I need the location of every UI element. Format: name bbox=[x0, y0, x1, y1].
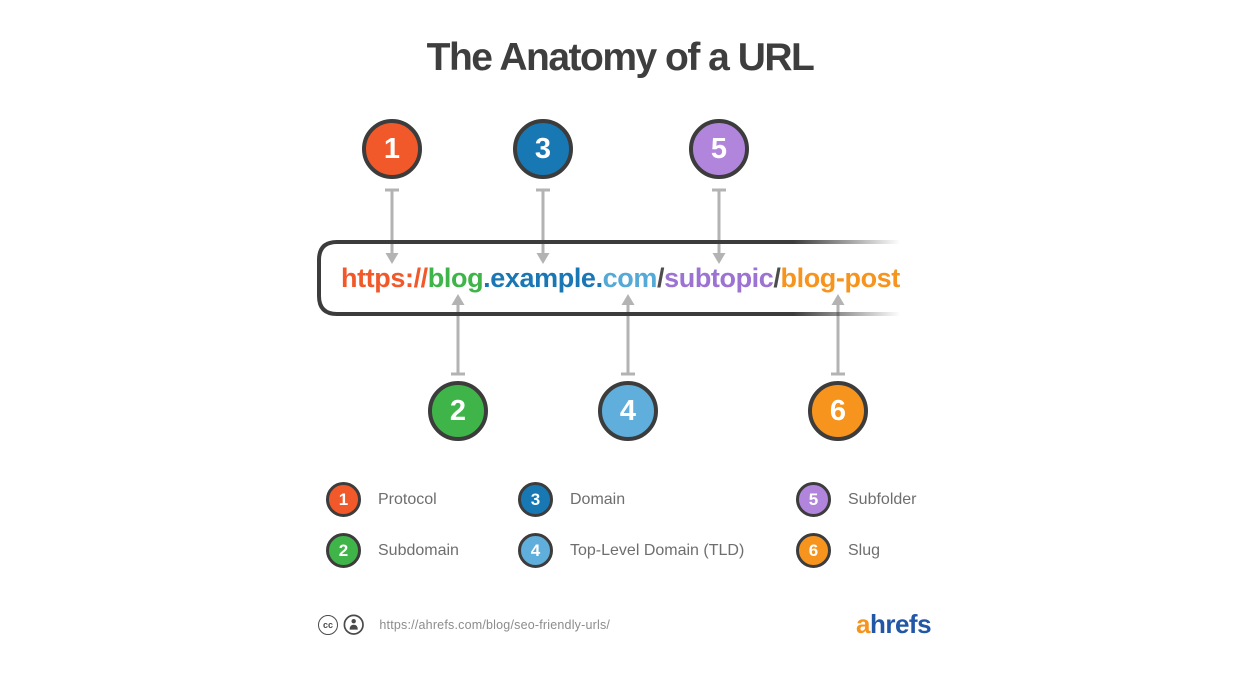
arrow-domain bbox=[536, 188, 550, 264]
legend-label: Domain bbox=[570, 490, 626, 508]
ahrefs-logo: ahrefs bbox=[856, 609, 932, 640]
arrow-subfolder bbox=[712, 188, 726, 264]
url-separator-dot: . bbox=[595, 263, 604, 293]
url-segment-slug: blog-post bbox=[780, 263, 901, 293]
marker-number: 6 bbox=[829, 394, 847, 427]
marker-circle-protocol: 1 bbox=[362, 119, 422, 179]
legend-label: Protocol bbox=[378, 490, 437, 508]
url-segment-protocol: https:// bbox=[341, 263, 428, 293]
legend-number: 6 bbox=[808, 540, 819, 560]
legend-number: 1 bbox=[338, 489, 349, 509]
url-separator-slash: / bbox=[657, 263, 665, 293]
legend-circle: 6 bbox=[796, 533, 831, 568]
url-segment-subdomain: blog bbox=[427, 263, 484, 293]
marker-circle-subdomain: 2 bbox=[428, 381, 488, 441]
marker-circle-slug: 6 bbox=[808, 381, 868, 441]
marker-number: 4 bbox=[619, 394, 637, 427]
legend-number: 3 bbox=[530, 489, 541, 509]
marker-number: 1 bbox=[383, 132, 401, 165]
attribution-icon bbox=[343, 614, 364, 635]
cc-license-icon: cc bbox=[318, 614, 338, 635]
legend-label: Subdomain bbox=[378, 541, 459, 559]
marker-circle-tld: 4 bbox=[598, 381, 658, 441]
url-separator-slash: / bbox=[773, 263, 781, 293]
legend-item-tld: 4 Top-Level Domain (TLD) bbox=[518, 533, 744, 568]
legend-number: 2 bbox=[338, 540, 349, 560]
legend-circle: 1 bbox=[326, 482, 361, 517]
legend-item-subfolder: 5 Subfolder bbox=[796, 482, 917, 517]
legend-number: 4 bbox=[530, 540, 541, 560]
legend-label: Top-Level Domain (TLD) bbox=[570, 541, 745, 559]
legend-label: Slug bbox=[848, 541, 881, 559]
url-segment-domain: example bbox=[490, 263, 596, 293]
page-title: The Anatomy of a URL bbox=[426, 36, 815, 79]
legend-circle: 3 bbox=[518, 482, 553, 517]
legend-circle: 2 bbox=[326, 533, 361, 568]
logo-rest: hrefs bbox=[869, 609, 932, 639]
marker-number: 2 bbox=[449, 394, 467, 427]
logo-prefix: a bbox=[856, 609, 870, 639]
url-separator-dot: . bbox=[483, 263, 491, 293]
url-bar-border bbox=[317, 240, 908, 316]
legend-circle: 4 bbox=[518, 533, 553, 568]
legend-circle: 5 bbox=[796, 482, 831, 517]
marker-circle-subfolder: 5 bbox=[689, 119, 749, 179]
url-bar-fill bbox=[319, 242, 908, 314]
legend-item-protocol: 1 Protocol bbox=[326, 482, 437, 517]
marker-circle-domain: 3 bbox=[513, 119, 573, 179]
arrow-protocol bbox=[385, 188, 399, 264]
source-url: https://ahrefs.com/blog/seo-friendly-url… bbox=[379, 617, 611, 632]
license-row: cc https://ahrefs.com/blog/seo-friendly-… bbox=[318, 614, 610, 635]
legend-item-subdomain: 2 Subdomain bbox=[326, 533, 459, 568]
url-segment-subfolder: subtopic bbox=[664, 263, 774, 293]
marker-number: 3 bbox=[534, 132, 552, 165]
legend-item-domain: 3 Domain bbox=[518, 482, 625, 517]
legend-item-slug: 6 Slug bbox=[796, 533, 880, 568]
marker-number: 5 bbox=[710, 132, 728, 165]
url-text: https://blog.example.com/subtopic/blog-p… bbox=[341, 262, 900, 294]
legend-label: Subfolder bbox=[848, 490, 917, 508]
legend-number: 5 bbox=[808, 489, 819, 509]
url-segment-tld: com bbox=[602, 263, 658, 293]
